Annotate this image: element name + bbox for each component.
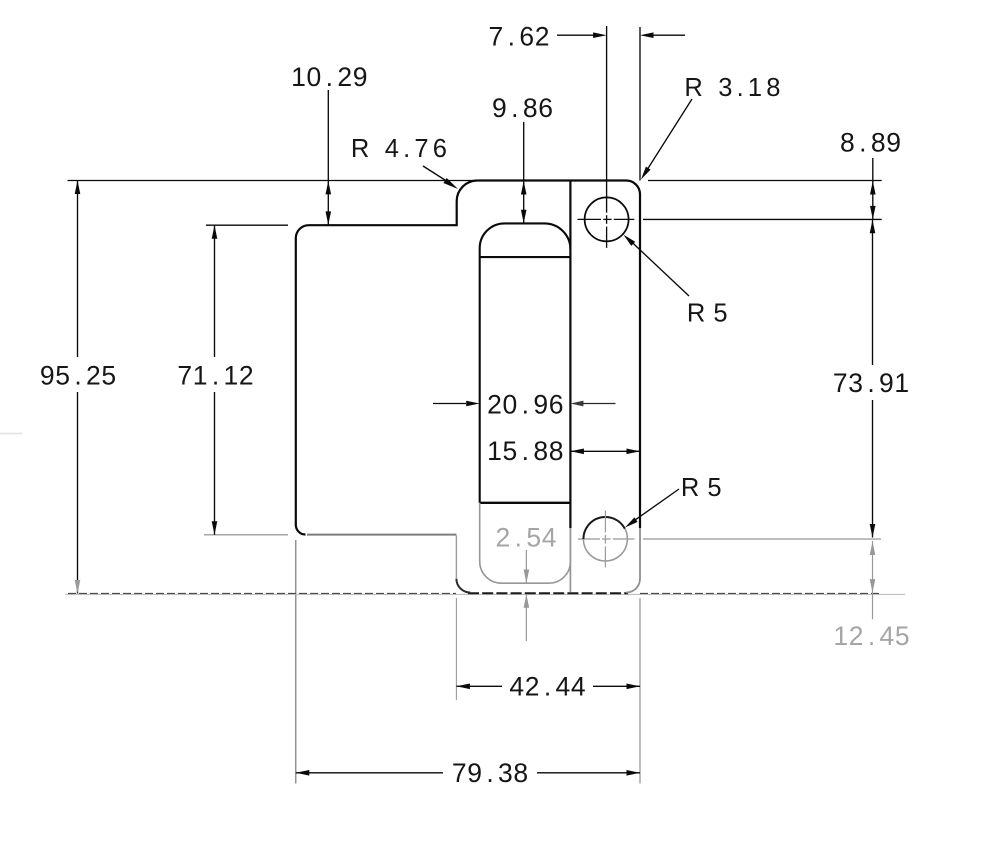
svg-text:.: . bbox=[544, 672, 551, 702]
svg-text:2: 2 bbox=[496, 522, 511, 552]
svg-text:5: 5 bbox=[895, 621, 910, 651]
svg-text:.: . bbox=[486, 758, 493, 788]
svg-text:8: 8 bbox=[871, 128, 886, 158]
svg-text:7: 7 bbox=[833, 368, 848, 398]
svg-text:3: 3 bbox=[498, 758, 513, 788]
svg-text:2: 2 bbox=[86, 361, 101, 391]
svg-text:1: 1 bbox=[224, 361, 239, 391]
svg-text:8: 8 bbox=[840, 128, 855, 158]
svg-text:4: 4 bbox=[880, 621, 895, 651]
svg-text:9: 9 bbox=[353, 62, 368, 92]
svg-text:1: 1 bbox=[894, 368, 909, 398]
svg-text:.: . bbox=[868, 621, 875, 651]
svg-text:8: 8 bbox=[549, 436, 564, 466]
svg-text:.: . bbox=[74, 361, 81, 391]
svg-text:4: 4 bbox=[556, 672, 571, 702]
svg-text:5: 5 bbox=[55, 361, 70, 391]
svg-text:R 3.18: R 3.18 bbox=[684, 74, 784, 102]
svg-text:8: 8 bbox=[513, 758, 528, 788]
svg-text:1: 1 bbox=[291, 62, 306, 92]
svg-text:2: 2 bbox=[337, 62, 352, 92]
svg-text:7: 7 bbox=[489, 22, 504, 52]
svg-text:7: 7 bbox=[452, 758, 467, 788]
svg-text:8: 8 bbox=[523, 93, 538, 123]
svg-text:7: 7 bbox=[177, 361, 192, 391]
svg-text:.: . bbox=[867, 368, 874, 398]
svg-text:5: 5 bbox=[526, 522, 541, 552]
svg-text:.: . bbox=[511, 93, 518, 123]
svg-text:3: 3 bbox=[848, 368, 863, 398]
svg-text:9: 9 bbox=[40, 361, 55, 391]
svg-text:.: . bbox=[326, 62, 333, 92]
svg-text:6: 6 bbox=[538, 93, 553, 123]
svg-text:.: . bbox=[508, 22, 515, 52]
svg-text:2: 2 bbox=[487, 390, 502, 420]
svg-text:2: 2 bbox=[849, 621, 864, 651]
svg-text:8: 8 bbox=[533, 436, 548, 466]
svg-text:1: 1 bbox=[833, 621, 848, 651]
svg-text:5: 5 bbox=[503, 436, 518, 466]
svg-text:4: 4 bbox=[509, 672, 524, 702]
svg-text:4: 4 bbox=[542, 522, 557, 552]
svg-text:0: 0 bbox=[307, 62, 322, 92]
svg-text:R 4.76: R 4.76 bbox=[351, 135, 451, 163]
svg-text:2: 2 bbox=[535, 22, 550, 52]
svg-text:9: 9 bbox=[886, 128, 901, 158]
svg-text:.: . bbox=[515, 522, 522, 552]
svg-text:6: 6 bbox=[519, 22, 534, 52]
svg-text:6: 6 bbox=[549, 390, 564, 420]
svg-text:2: 2 bbox=[239, 361, 254, 391]
svg-text:.: . bbox=[522, 436, 529, 466]
svg-text:2: 2 bbox=[525, 672, 540, 702]
svg-text:5: 5 bbox=[101, 361, 116, 391]
svg-text:R 5: R 5 bbox=[687, 300, 728, 328]
svg-text:R 5: R 5 bbox=[681, 474, 722, 502]
svg-text:9: 9 bbox=[533, 390, 548, 420]
svg-text:1: 1 bbox=[193, 361, 208, 391]
svg-text:.: . bbox=[212, 361, 219, 391]
svg-text:1: 1 bbox=[487, 436, 502, 466]
svg-text:0: 0 bbox=[503, 390, 518, 420]
svg-text:9: 9 bbox=[467, 758, 482, 788]
svg-text:9: 9 bbox=[492, 93, 507, 123]
svg-text:.: . bbox=[859, 128, 866, 158]
svg-text:.: . bbox=[522, 390, 529, 420]
svg-text:4: 4 bbox=[571, 672, 586, 702]
svg-text:9: 9 bbox=[879, 368, 894, 398]
